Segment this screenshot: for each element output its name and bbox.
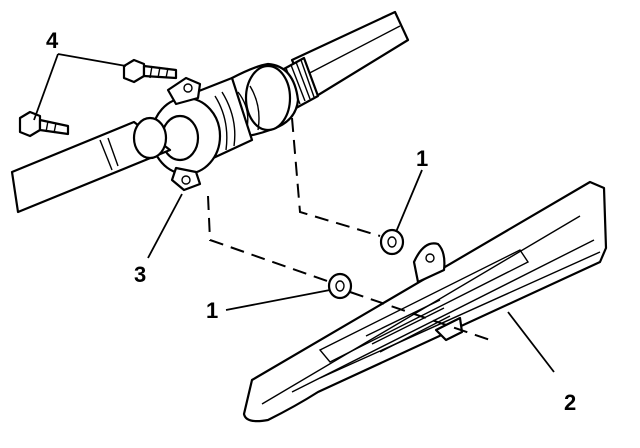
bolt-upper xyxy=(122,58,178,84)
alignment-dashes xyxy=(207,117,491,341)
callout-washer-lower: 1 xyxy=(206,298,218,323)
bolt-lower xyxy=(18,110,70,138)
leader-lines xyxy=(33,53,555,373)
callout-washer-upper: 1 xyxy=(416,146,428,171)
front-shaft-tube xyxy=(10,116,172,214)
washer-lower xyxy=(327,272,353,300)
callout-bearing: 3 xyxy=(134,262,146,287)
washer-upper xyxy=(379,228,405,256)
center-bearing xyxy=(150,76,254,192)
callout-bolts: 4 xyxy=(46,28,59,53)
callout-crossmember: 2 xyxy=(564,390,576,415)
crossmember xyxy=(242,180,608,423)
